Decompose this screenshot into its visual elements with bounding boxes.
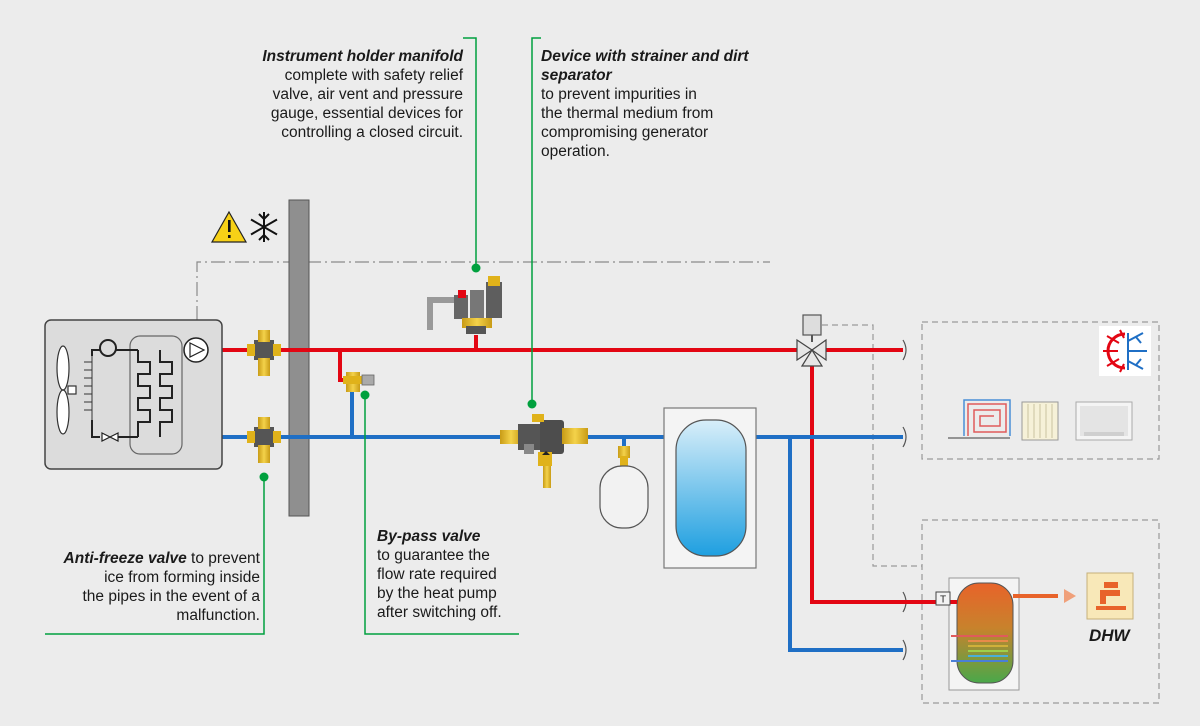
antifreeze-line: ice from forming inside	[104, 569, 260, 586]
antifreeze-annotation: Anti-freeze valve to prevent ice from fo…	[0, 549, 260, 625]
antifreeze-title: Anti-freeze valve	[63, 550, 187, 567]
warning-icon	[210, 210, 248, 243]
sensor-label: T	[940, 595, 946, 606]
strainer-line: the thermal medium from	[541, 105, 714, 122]
bypass-line: by the heat pump	[377, 585, 497, 602]
fan-icon	[56, 345, 77, 435]
underfloor-heating-icon	[948, 399, 1011, 439]
three-way-valve	[796, 314, 827, 367]
dirt-separator	[500, 414, 588, 488]
manifold-line: controlling a closed circuit.	[281, 124, 463, 141]
bypass-title: By-pass valve	[377, 528, 481, 545]
buffer-tank	[663, 407, 757, 569]
strainer-line: operation.	[541, 143, 610, 160]
manifold-line: valve, air vent and pressure	[272, 86, 463, 103]
strainer-line: compromising generator	[541, 124, 709, 141]
bypass-line: to guarantee the	[377, 547, 490, 564]
valve-control-line	[812, 324, 922, 567]
strainer-line: to prevent impurities in	[541, 86, 697, 103]
bypass-line: flow rate required	[377, 566, 497, 583]
temperature-sensor	[935, 591, 951, 606]
bypass-valve	[343, 372, 375, 392]
antifreeze-first-line: Anti-freeze valve to prevent	[0, 549, 260, 568]
strainer-annotation: Device with strainer and dirt separator …	[541, 47, 801, 161]
tap-icon	[1086, 572, 1134, 620]
heat-cool-icon	[1099, 326, 1151, 376]
strainer-title-line: Device with strainer and dirt	[541, 48, 749, 65]
antifreeze-line: malfunction.	[176, 607, 260, 624]
pipe-breaks	[902, 339, 907, 661]
fan-coil-icon	[1075, 401, 1133, 441]
radiator-icon	[1021, 401, 1059, 441]
manifold-line: gauge, essential devices for	[270, 105, 463, 122]
zone-boxes	[812, 321, 1160, 704]
antifreeze-first-line-rest: to prevent	[186, 550, 260, 567]
instrument-manifold	[427, 276, 502, 334]
dhw-cylinder	[903, 577, 1076, 691]
strainer-title-line: separator	[541, 67, 612, 84]
anti-freeze-valve-return	[247, 417, 281, 463]
leader-lines	[45, 37, 541, 635]
manifold-annotation: Instrument holder manifold complete with…	[163, 47, 463, 142]
heat-pump	[44, 319, 223, 470]
bypass-annotation: By-pass valve to guarantee the flow rate…	[377, 527, 567, 622]
manifold-line: complete with safety relief	[284, 67, 463, 84]
leader-dots	[259, 263, 537, 482]
snowflake-icon	[250, 212, 278, 242]
wall	[288, 199, 310, 517]
hot-pipes	[222, 335, 903, 604]
anti-freeze-valve-supply	[247, 330, 281, 376]
bypass-line: after switching off.	[377, 604, 502, 621]
control-line	[196, 261, 770, 320]
dhw-label: DHW	[1089, 626, 1130, 645]
pump-icon	[183, 337, 209, 363]
antifreeze-line: the pipes in the event of a	[82, 588, 260, 605]
manifold-title: Instrument holder manifold	[262, 48, 463, 65]
expansion-vessel	[599, 446, 649, 529]
heating-zone-box	[921, 321, 1160, 460]
